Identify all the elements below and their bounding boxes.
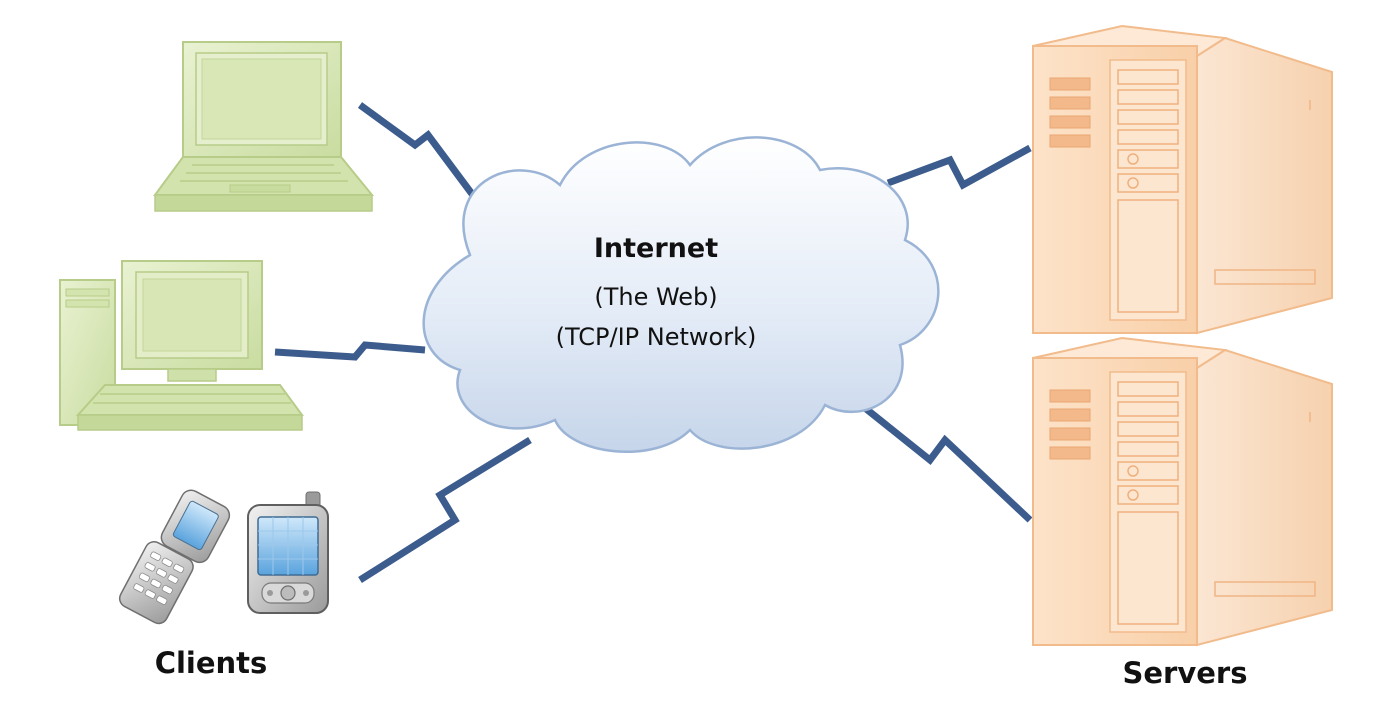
server-tower-icon [1032,24,1333,335]
link-mobile [358,437,532,583]
desktop-computer-icon [59,260,304,431]
pda-phone-icon [247,491,329,614]
cloud-title: Internet [594,233,718,264]
link-server-top [886,144,1032,190]
cloud-subtitle-web: (The Web) [594,283,717,311]
flip-phone-icon [118,489,231,625]
link-server-bottom [852,397,1033,523]
servers-label: Servers [1123,656,1248,690]
network-links [274,102,1033,583]
server-tower-icon-2 [1032,337,1333,646]
laptop-icon [153,41,375,212]
internet-cloud: Internet (The Web) (TCP/IP Network) [422,136,940,454]
clients-label: Clients [155,646,268,680]
cloud-subtitle-network: (TCP/IP Network) [556,323,757,351]
link-laptop [357,102,478,201]
link-desktop [274,341,426,361]
cloud-icon [422,136,940,454]
